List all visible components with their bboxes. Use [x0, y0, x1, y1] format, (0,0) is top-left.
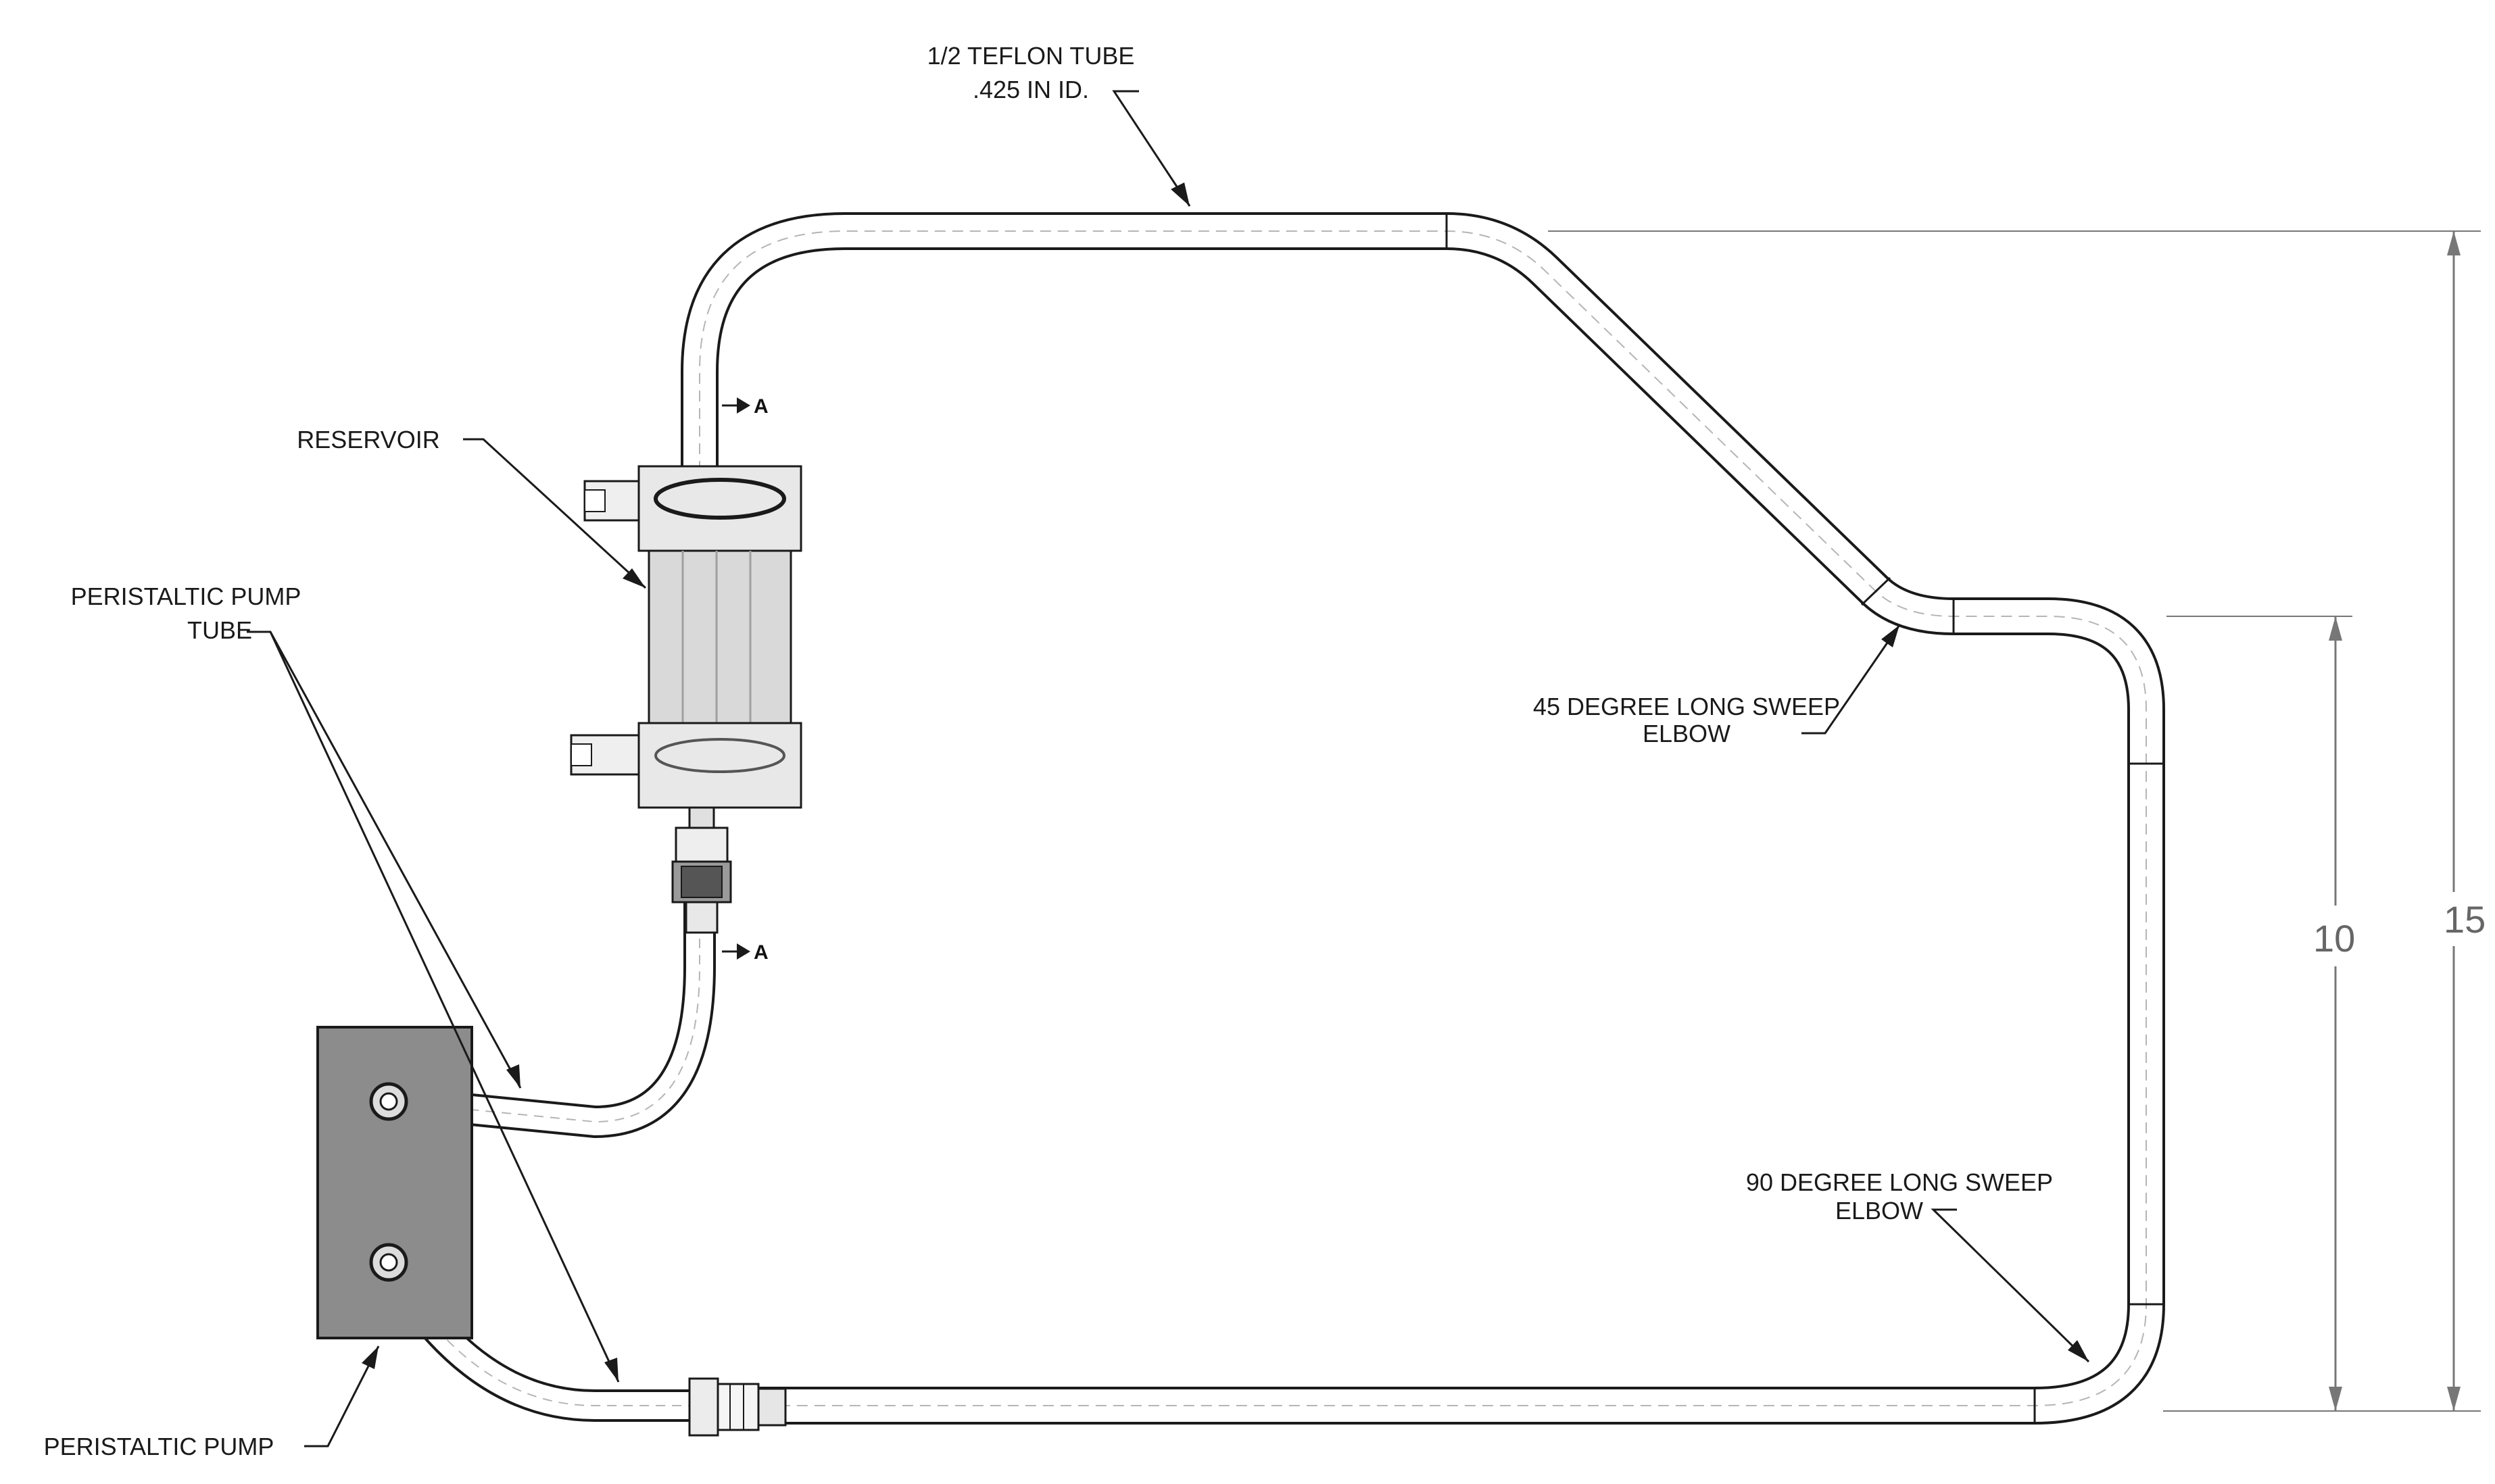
dimension-outer-value: 15 [2444, 898, 2486, 941]
elbow45-label-line1: 45 DEGREE LONG SWEEP [1533, 693, 1840, 720]
dimension-inner-value: 10 [2313, 917, 2355, 960]
teflon-tube-label-line2: .425 IN ID. [973, 76, 1089, 103]
pump-tube-label-line1: PERISTALTIC PUMP [71, 583, 301, 610]
elbow90-label-line2: ELBOW [1835, 1197, 1923, 1225]
tube-coupling-fitting [688, 1377, 787, 1437]
pump-tube-label-line2: TUBE [187, 616, 252, 644]
section-mark-lower: A [722, 941, 769, 964]
section-label-upper: A [754, 395, 769, 418]
dimension-inner: 10 [2166, 616, 2355, 1411]
elbow45-label-line2: ELBOW [1643, 720, 1730, 747]
callout-arrowheads [362, 182, 2089, 1382]
section-mark-upper: A [722, 395, 769, 418]
reservoir-label: RESERVOIR [297, 426, 439, 453]
teflon-tube-loop [681, 212, 2165, 1425]
peristaltic-pump [316, 1026, 473, 1339]
elbow90-label-line1: 90 DEGREE LONG SWEEP [1746, 1168, 2053, 1196]
reservoir [570, 465, 802, 934]
pump-label: PERISTALTIC PUMP [44, 1433, 274, 1460]
dimension-outer: 15 [1548, 230, 2486, 1412]
callout-leaders [247, 90, 2090, 1448]
section-label-lower: A [754, 941, 769, 964]
teflon-tube-label-line1: 1/2 TEFLON TUBE [927, 42, 1135, 70]
